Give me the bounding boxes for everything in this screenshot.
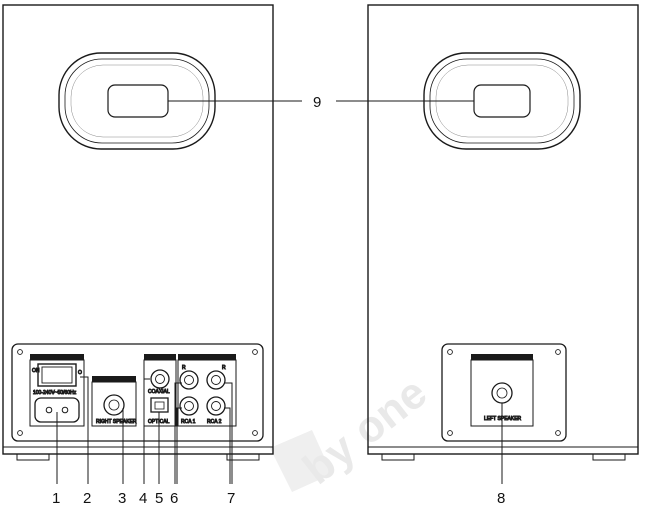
callout-9: 9 bbox=[313, 94, 321, 111]
left-speaker-label: LEFT SPEAKER bbox=[484, 416, 522, 422]
rca2-right-jack[interactable] bbox=[206, 370, 226, 390]
digital-in-section: DIGITAL IN COAXIAL OPTICAL bbox=[143, 354, 177, 427]
rca2-r-label: R bbox=[222, 365, 226, 371]
callout-4: 4 bbox=[139, 490, 147, 507]
speaker-in-header: SPEAKER IN bbox=[484, 355, 514, 361]
callout-3: 3 bbox=[118, 490, 126, 507]
voltage-label: 100-240V~50/60Hz bbox=[33, 390, 77, 396]
speaker-link-header: SPEAKER LINK bbox=[95, 377, 132, 383]
callout-8: 8 bbox=[497, 490, 505, 507]
power-switch[interactable] bbox=[37, 363, 77, 387]
callout-numbers: 1 2 3 4 5 6 7 8 9 bbox=[52, 94, 505, 507]
callout-7: 7 bbox=[227, 490, 235, 507]
speaker-in-connector[interactable] bbox=[491, 382, 513, 404]
left-speaker-cabinet bbox=[367, 4, 639, 461]
power-on-label: ON bbox=[32, 368, 40, 374]
rca1-label: RCA 1 bbox=[181, 419, 196, 425]
power-section: POWER ON O 100-240V~50/60Hz bbox=[29, 354, 85, 427]
right-speaker-cabinet bbox=[2, 4, 274, 461]
analog-in-section: ANALOG IN R R RCA 1 RCA 2 bbox=[177, 354, 237, 427]
callout-5: 5 bbox=[155, 490, 163, 507]
coaxial-jack[interactable] bbox=[150, 369, 170, 389]
speaker-link-connector[interactable] bbox=[103, 394, 125, 416]
left-rear-panel: SPEAKER IN LEFT SPEAKER bbox=[441, 343, 567, 442]
right-rear-panel bbox=[11, 343, 264, 442]
rca1-right-jack[interactable] bbox=[179, 370, 199, 390]
power-header: POWER bbox=[47, 355, 66, 361]
callout-1: 1 bbox=[52, 490, 60, 507]
rca1-left-jack[interactable] bbox=[179, 396, 199, 416]
optical-jack[interactable] bbox=[150, 397, 169, 413]
digital-in-header: DIGITAL IN bbox=[146, 355, 172, 361]
callout-6: 6 bbox=[170, 490, 178, 507]
analog-in-header: ANALOG IN bbox=[190, 355, 218, 361]
rca2-left-jack[interactable] bbox=[206, 396, 226, 416]
power-off-label: O bbox=[78, 370, 82, 376]
speaker-link-section: SPEAKER LINK RIGHT SPEAKER bbox=[91, 376, 137, 427]
coaxial-label: COAXIAL bbox=[148, 389, 170, 395]
callout-2: 2 bbox=[83, 490, 91, 507]
rca1-r-label: R bbox=[182, 365, 186, 371]
callout-leaders bbox=[56, 100, 503, 484]
watermark: by one bbox=[270, 368, 436, 494]
right-speaker-label: RIGHT SPEAKER bbox=[96, 419, 137, 425]
rca2-label: RCA 2 bbox=[207, 419, 222, 425]
watermark-text: by one bbox=[294, 368, 436, 494]
